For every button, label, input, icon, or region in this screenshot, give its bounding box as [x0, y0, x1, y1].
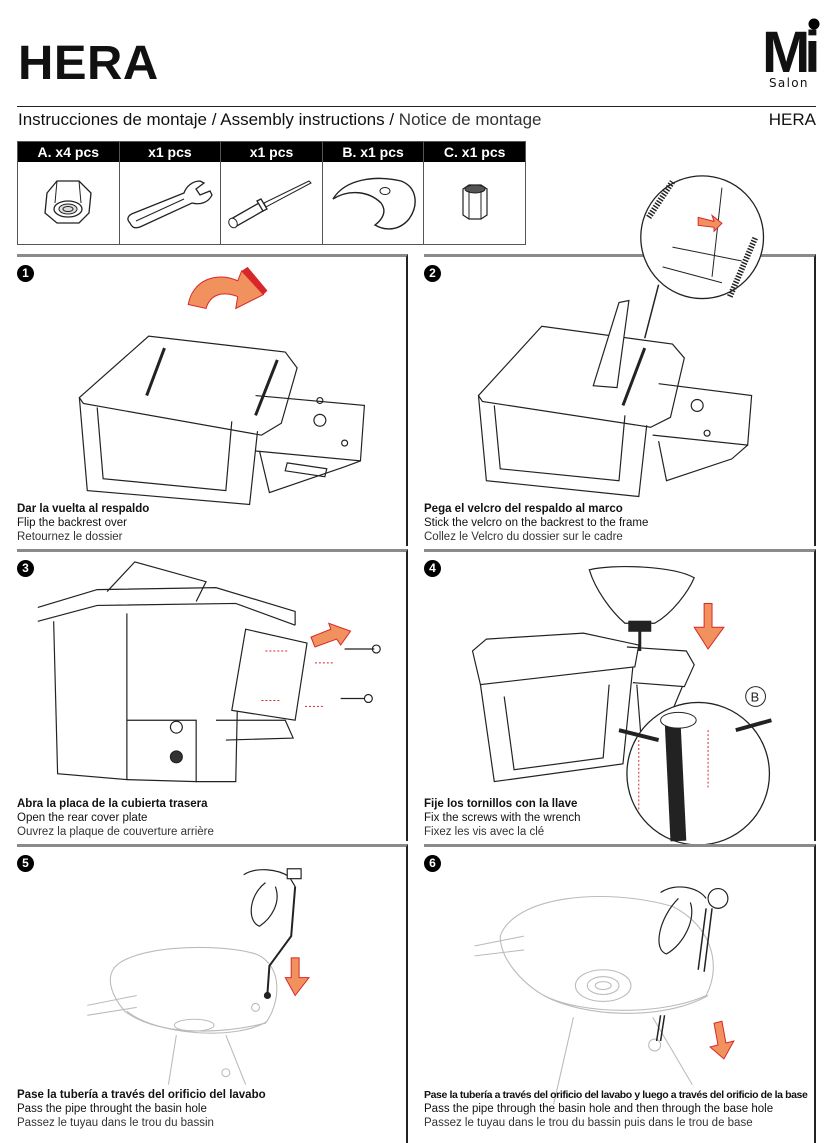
- caption-es: Pega el velcro del respaldo al marco: [424, 503, 623, 515]
- caption-fr: Ouvrez la plaque de couverture arrière: [17, 826, 214, 838]
- step-2-caption: Pega el velcro del respaldo al marco Sti…: [424, 502, 648, 544]
- subtitle-en: Assembly instructions: [220, 110, 385, 129]
- screwdriver-icon: [228, 180, 313, 229]
- step-1-caption: Dar la vuelta al respaldo Flip the backr…: [17, 502, 149, 544]
- part-label: B. x1 pcs: [322, 142, 424, 162]
- part-cell: x1 pcs: [119, 142, 222, 244]
- caption-es: Dar la vuelta al respaldo: [17, 503, 150, 515]
- logo-mark: Mi: [762, 20, 820, 85]
- subtitle-fr: Notice de montage: [398, 110, 542, 129]
- document-title: HERA: [18, 37, 159, 90]
- caption-fr: Fixez les vis avec la clé: [424, 826, 545, 838]
- backrest-flip-illustration: [78, 266, 366, 506]
- step-number-6: 6: [424, 855, 441, 872]
- caption-en: Pass the pipe through the basin hole and…: [424, 1103, 774, 1115]
- step-6-caption: Pase la tubería a través del orificio de…: [424, 1088, 808, 1130]
- caption-en: Fix the screws with the wrench: [424, 812, 581, 824]
- rear-cover-illustration: [37, 561, 381, 783]
- down-arrow-icon: [284, 957, 311, 997]
- step-number-2: 2: [424, 265, 441, 282]
- part-label: A. x4 pcs: [18, 142, 119, 162]
- crescent-plate-icon: [332, 177, 416, 230]
- pull-arrow-icon: [310, 622, 352, 648]
- down-arrow-icon: [693, 602, 725, 650]
- step-number-4: 4: [424, 560, 441, 577]
- basin-screws-illustration: B: [471, 565, 772, 846]
- caption-es: Abra la placa de la cubierta trasera: [17, 798, 208, 810]
- logo-subtitle: Salon: [769, 76, 809, 90]
- callout-label: B: [751, 689, 760, 704]
- hex-nut-icon: [44, 180, 92, 224]
- header-divider: [17, 106, 816, 107]
- caption-fr: Passez le tuyau dans le trou du bassin: [17, 1117, 214, 1129]
- step-number-3: 3: [17, 560, 34, 577]
- part-label: x1 pcs: [119, 142, 221, 162]
- part-label: x1 pcs: [221, 142, 322, 162]
- caption-en: Flip the backrest over: [17, 517, 127, 529]
- caption-en: Stick the velcro on the backrest to the …: [424, 517, 649, 529]
- caption-en: Open the rear cover plate: [17, 812, 148, 824]
- down-arrow-icon: [709, 1020, 735, 1060]
- model-label: HERA: [768, 110, 816, 129]
- caption-fr: Collez le Velcro du dossier sur le cadre: [424, 531, 623, 543]
- step-4-caption: Fije los tornillos con la llave Fix the …: [424, 797, 581, 839]
- detail-magnifier: B: [618, 686, 772, 846]
- velcro-illustration: [477, 175, 765, 498]
- logo-dot-icon: [808, 18, 820, 30]
- subtitle-separator: /: [207, 110, 221, 129]
- document-subtitle: Instrucciones de montaje / Assembly inst…: [18, 110, 542, 130]
- wrench-icon: [127, 180, 213, 229]
- parts-table: A. x4 pcs x1 pcs x1 pcs: [17, 141, 526, 245]
- subtitle-separator: /: [384, 110, 399, 129]
- caption-en: Pass the pipe throught the basin hole: [17, 1103, 207, 1115]
- step-panel-6: 6 Pase la tubería a través del orificio …: [424, 844, 816, 1143]
- part-cell: A. x4 pcs: [18, 142, 120, 244]
- rotate-arrow-icon: [187, 266, 268, 310]
- step-panel-1: 1 Dar la vuelta al respaldo Flip the bac…: [17, 254, 408, 546]
- part-cell: x1 pcs: [221, 142, 323, 244]
- subtitle-es: Instrucciones de montaje: [18, 110, 207, 129]
- part-cell: C. x1 pcs: [424, 142, 525, 244]
- step-number-1: 1: [17, 265, 34, 282]
- detail-magnifier: [640, 175, 765, 300]
- coupling-nut-icon: [462, 184, 488, 220]
- step-5-caption: Pase la tubería a través del orificio de…: [17, 1088, 266, 1130]
- step-panel-5: 5 Pase la tubería a través del orificio …: [17, 844, 408, 1143]
- caption-es: Pase la tubería a través del orificio de…: [424, 1089, 808, 1101]
- step-number-5: 5: [17, 855, 34, 872]
- step-panel-4: B 4 Fije los tornillos con la llave Fix …: [424, 549, 816, 846]
- step-panel-3: 3 Abra la placa de la cubierta trasera O…: [17, 549, 408, 841]
- part-label: C. x1 pcs: [424, 142, 525, 162]
- caption-es: Fije los tornillos con la llave: [424, 798, 578, 810]
- part-cell: B. x1 pcs: [322, 142, 425, 244]
- step-panel-2: 2 Pega el velcro del respaldo al marco S…: [424, 175, 816, 546]
- brand-logo: Mi Salon: [762, 14, 822, 94]
- caption-fr: Retournez le dossier: [17, 531, 123, 543]
- pipe-base-illustration: [474, 886, 735, 1105]
- caption-fr: Passez le tuyau dans le trou du bassin p…: [424, 1117, 753, 1129]
- caption-es: Pase la tubería a través del orificio de…: [17, 1089, 266, 1101]
- pipe-basin-illustration: [87, 868, 311, 1085]
- step-3-caption: Abra la placa de la cubierta trasera Ope…: [17, 797, 214, 839]
